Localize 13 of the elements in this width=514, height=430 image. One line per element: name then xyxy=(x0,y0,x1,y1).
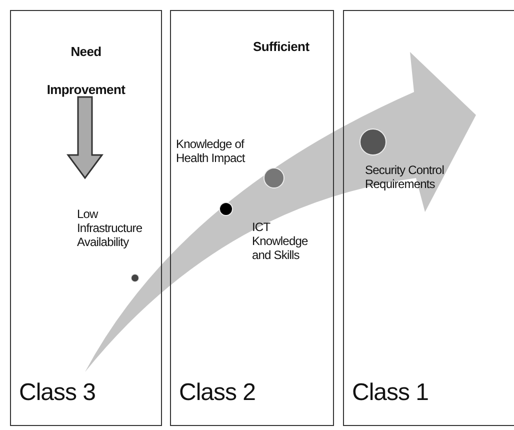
heading: Need Improvement xyxy=(46,43,126,99)
class-panel xyxy=(10,10,162,426)
milestone-label: ICT Knowledge and Skills xyxy=(252,220,309,262)
progress-arrow xyxy=(85,52,476,372)
class-label: Class 3 xyxy=(19,379,96,407)
class-label: Class 1 xyxy=(352,379,429,407)
class-panel xyxy=(170,10,334,426)
heading: Sufficient xyxy=(253,39,310,54)
milestone-label: Security Control Requirements xyxy=(365,163,445,191)
milestone-label: Low Infrastructure Availability xyxy=(77,207,144,249)
class-label: Class 2 xyxy=(179,379,256,407)
class-panel xyxy=(343,10,514,426)
milestone-label: Knowledge of Health Impact xyxy=(176,137,246,165)
